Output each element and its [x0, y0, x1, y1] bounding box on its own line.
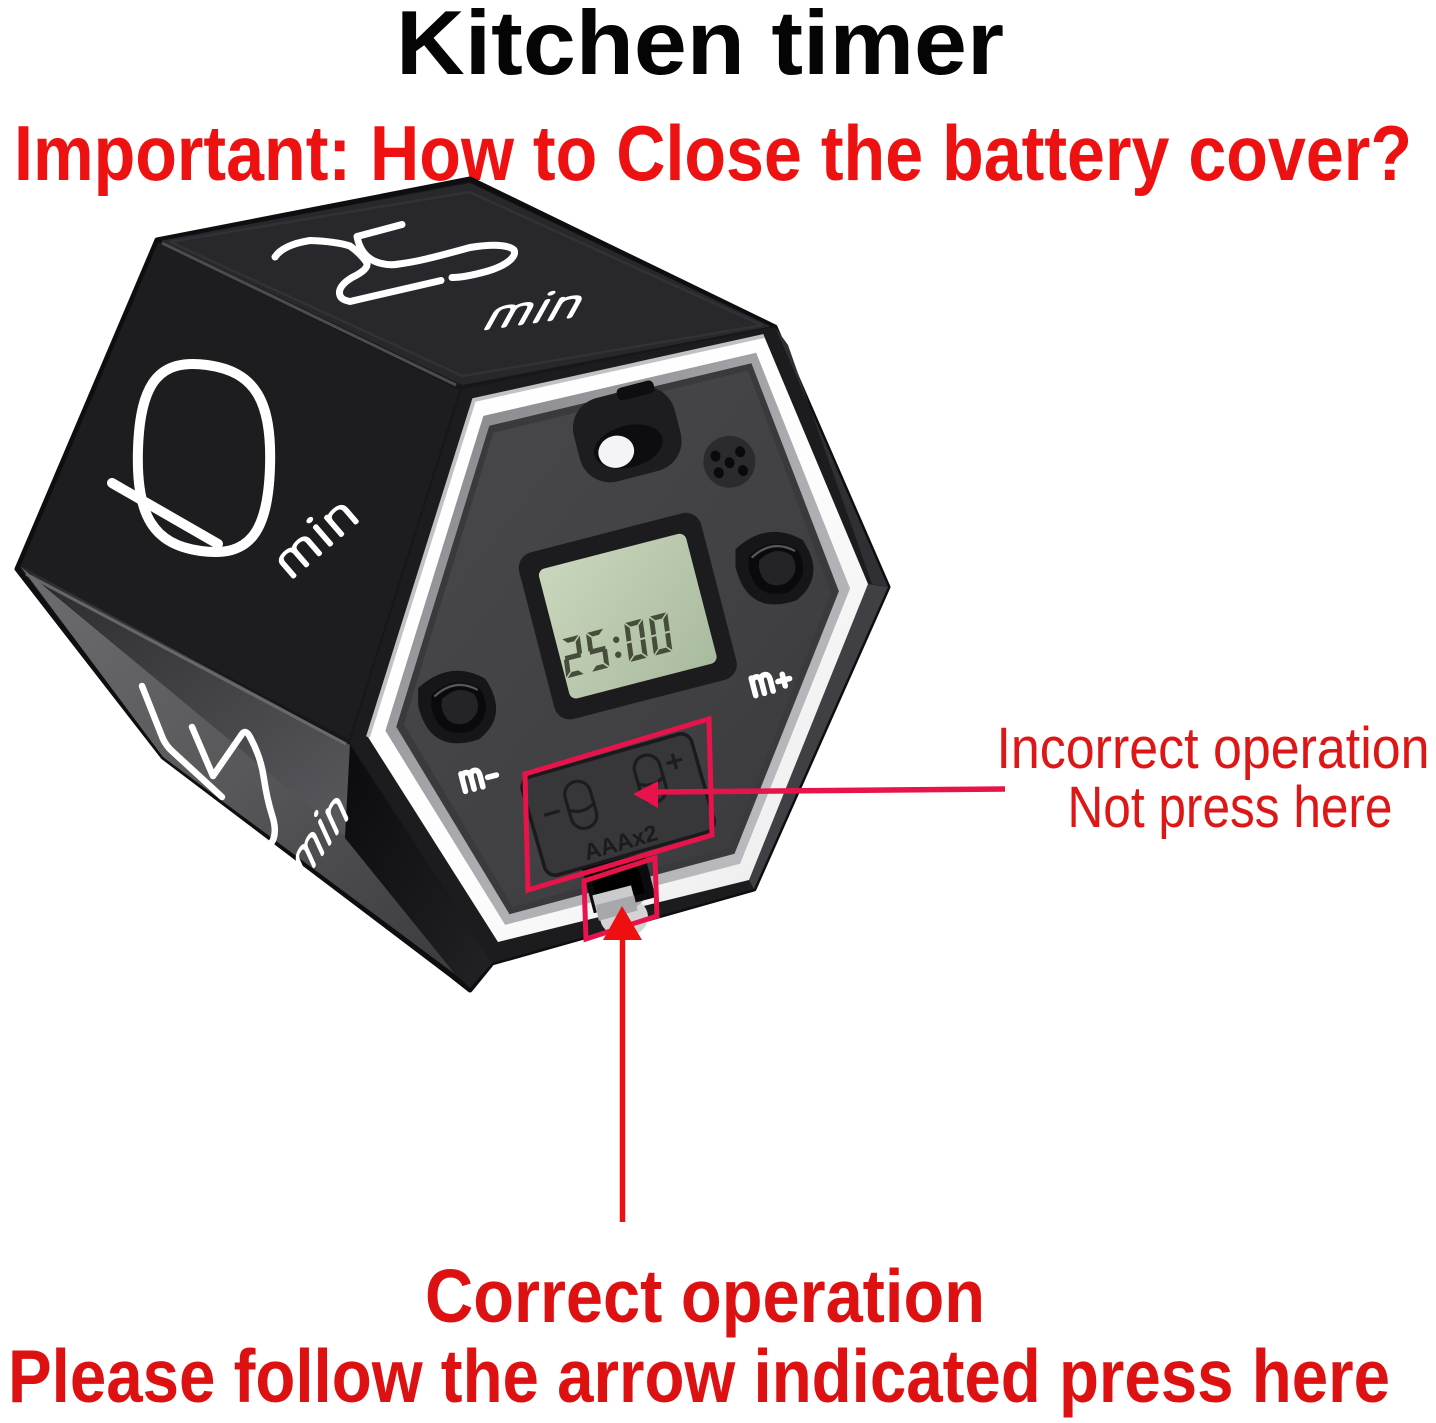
svg-text:Correct operation: Correct operation — [425, 1254, 985, 1338]
svg-text:Incorrect operation: Incorrect operation — [997, 716, 1430, 781]
svg-text:Important: How to Close the ba: Important: How to Close the battery cove… — [14, 109, 1412, 197]
svg-text:Kitchen timer: Kitchen timer — [396, 0, 1004, 94]
svg-text:Not press here: Not press here — [1068, 775, 1393, 840]
svg-text:Please follow the arrow indica: Please follow the arrow indicated press … — [8, 1334, 1390, 1418]
